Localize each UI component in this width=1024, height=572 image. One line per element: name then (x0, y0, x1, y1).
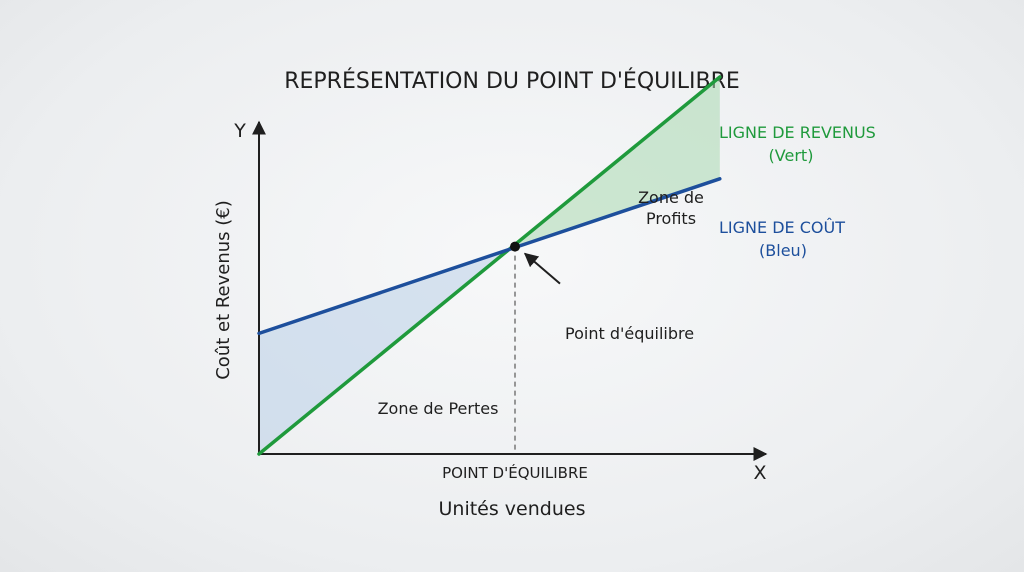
chart-title: REPRÉSENTATION DU POINT D'ÉQUILIBRE (284, 68, 740, 94)
revenue-line (257, 75, 722, 456)
x-axis-letter: X (753, 462, 766, 484)
y-axis-label: Coût et Revenus (€) (213, 200, 234, 380)
cost-line-sublabel: (Bleu) (759, 241, 807, 260)
break-even-arrow (523, 252, 561, 285)
x-axis-label: Unités vendues (439, 498, 586, 520)
revenue-line-label: LIGNE DE REVENUS (719, 123, 876, 142)
profit-zone-label-line2: Profits (646, 209, 696, 228)
profit-zone-label-line1: Zone de (638, 188, 704, 207)
loss-zone-label: Zone de Pertes (378, 399, 499, 418)
x-tick-break-even: POINT D'ÉQUILIBRE (442, 463, 588, 482)
break-even-label: Point d'équilibre (565, 324, 694, 343)
y-axis-letter: Y (233, 120, 246, 142)
break-even-point (510, 241, 520, 252)
cost-line (257, 177, 722, 336)
revenue-line-sublabel: (Vert) (769, 146, 814, 165)
cost-line-label: LIGNE DE COÛT (719, 218, 845, 237)
